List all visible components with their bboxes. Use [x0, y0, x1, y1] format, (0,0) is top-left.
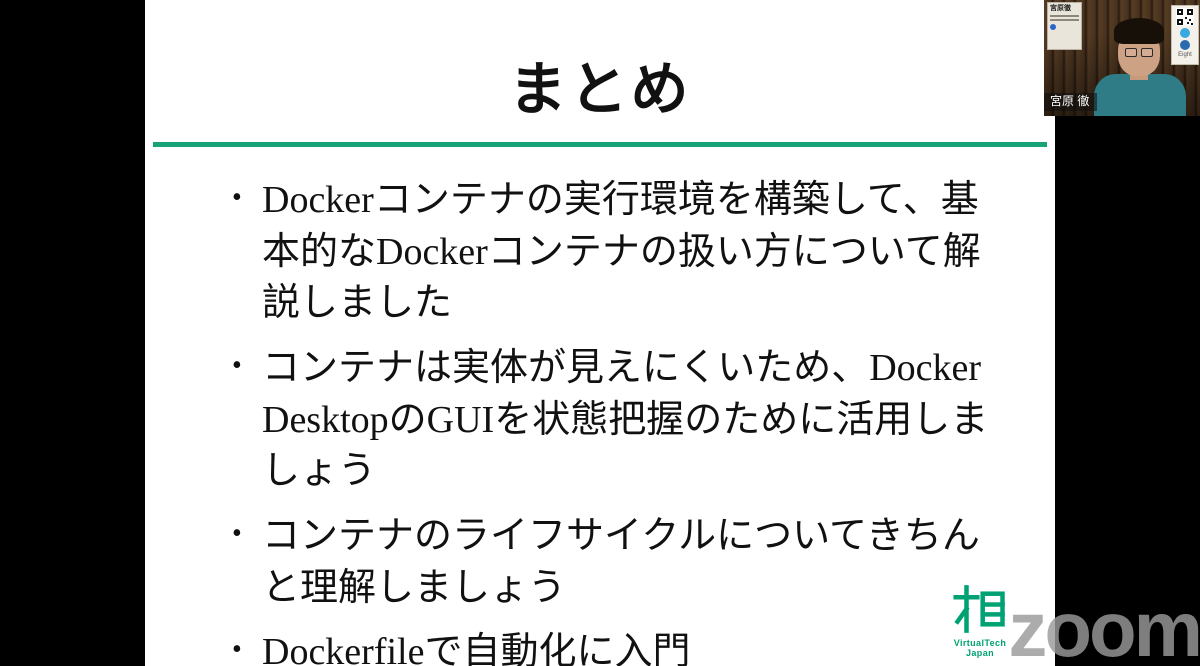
virtualtech-logo: VirtualTech Japan [941, 582, 1019, 658]
wall-poster-logo-dot [1050, 23, 1056, 30]
glasses-lens [1141, 48, 1153, 57]
glasses-lens [1125, 48, 1137, 57]
speaker-hair [1114, 18, 1164, 44]
wall-poster: 宮原徹 [1047, 2, 1082, 50]
wall-poster-textline [1050, 14, 1079, 17]
social-badge-icon [1180, 28, 1190, 38]
shared-slide: まとめ Dockerコンテナの実行環境を構築して、基本的なDockerコンテナの… [145, 0, 1055, 666]
speaker-video-tile[interactable]: 宮原徹 Eight 宮原 徹 [1044, 0, 1200, 116]
bullet-item: Dockerコンテナの実行環境を構築して、基本的なDockerコンテナの扱い方に… [230, 175, 1000, 330]
bullet-item: Dockerfileで自動化に入門 [230, 627, 1000, 666]
participant-name-label: 宮原 徹 [1044, 92, 1098, 111]
virtualtech-logo-label: VirtualTech Japan [953, 638, 1007, 658]
badge-label: Eight [1178, 52, 1192, 58]
title-underline-rule [153, 142, 1047, 147]
social-badge-icon [1180, 40, 1190, 50]
qr-code-icon [1176, 8, 1194, 26]
wall-qr-card: Eight [1171, 5, 1199, 65]
bullet-item: コンテナは実体が見えにくいため、Docker DesktopのGUIを状態把握の… [230, 343, 1000, 498]
speaker-glasses [1123, 48, 1155, 58]
bullet-item: コンテナのライフサイクルについてきちんと理解しましょう [230, 511, 1000, 614]
bullet-list: Dockerコンテナの実行環境を構築して、基本的なDockerコンテナの扱い方に… [230, 175, 1000, 666]
wall-poster-textline [1050, 18, 1079, 21]
speaker-shirt [1094, 74, 1186, 116]
wall-poster-name: 宮原徹 [1050, 5, 1071, 12]
virtualtech-logo-icon [953, 585, 1005, 633]
slide-title: まとめ [508, 57, 692, 122]
